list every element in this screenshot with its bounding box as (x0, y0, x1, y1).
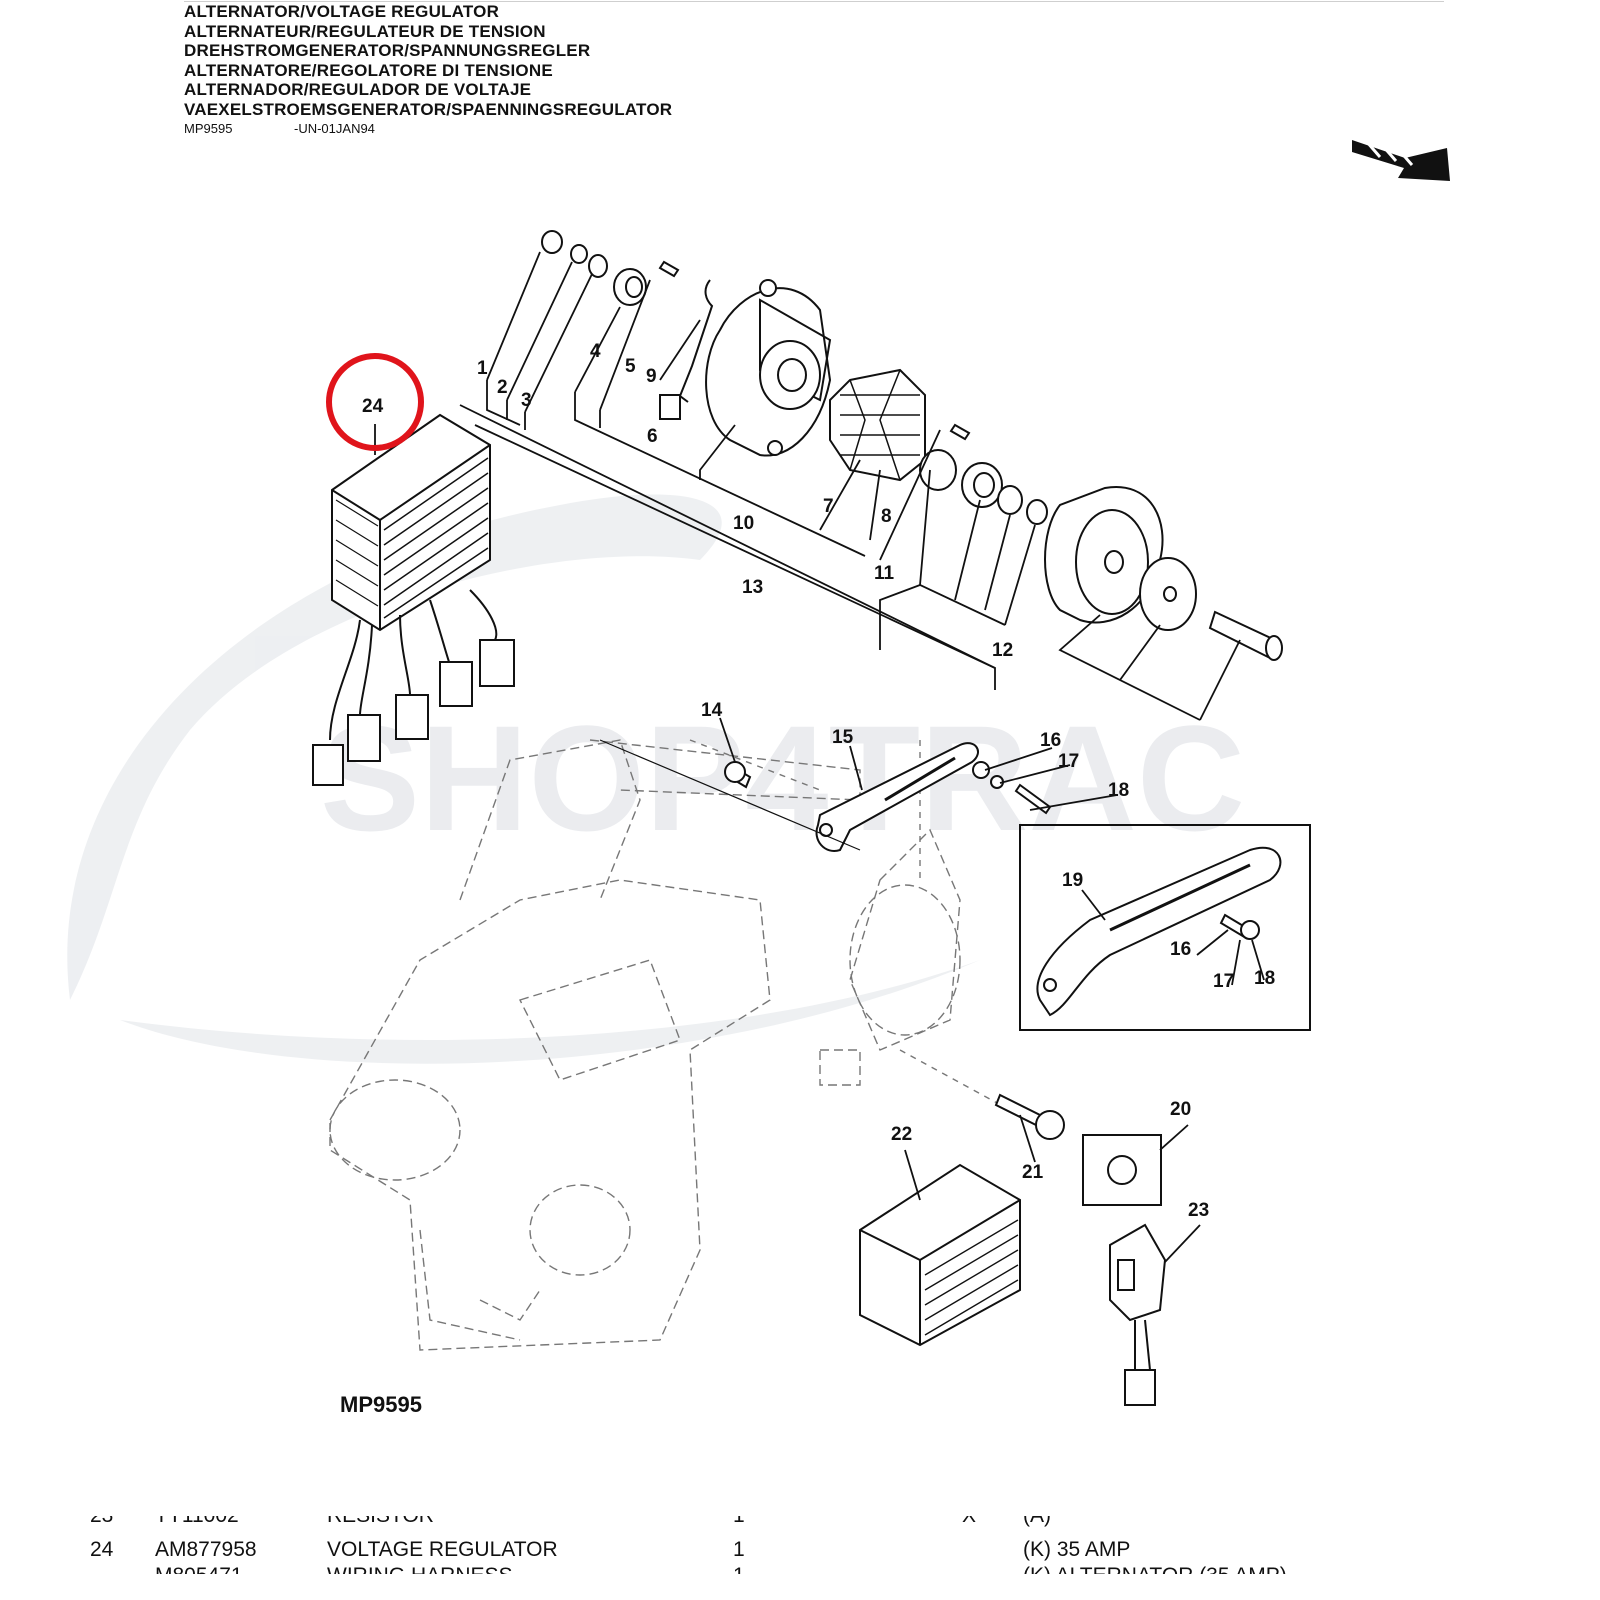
title-en: ALTERNATOR/VOLTAGE REGULATOR (184, 2, 500, 21)
callout-2: 2 (497, 377, 508, 398)
main-item: 24 (90, 1538, 114, 1561)
title-sv: VAEXELSTROEMSGENERATOR/SPAENNINGSREGULAT… (184, 99, 673, 119)
callout-9: 9 (646, 366, 657, 387)
main-qty: 1 (733, 1538, 745, 1561)
alternator-small-parts (541, 230, 714, 420)
callout-3: 3 (521, 390, 532, 411)
callout-12: 12 (992, 640, 1013, 661)
adjusting-bracket (599, 739, 1052, 852)
prev-note: (A) (1023, 1516, 1051, 1528)
callout-19: 19 (1062, 870, 1083, 891)
main-note: (K) 35 AMP (1023, 1538, 1131, 1561)
prev-mark: X (962, 1516, 976, 1528)
callout-21: 21 (1022, 1162, 1044, 1183)
callout-24: 24 (362, 396, 384, 417)
ref-date: -UN-01JAN94 (294, 121, 375, 136)
callout-7: 7 (823, 496, 834, 517)
alternator-housing (705, 279, 832, 457)
callout-16: 16 (1040, 730, 1061, 751)
callout-labels: 1 2 3 4 5 9 6 10 7 8 11 13 12 14 15 16 1… (362, 341, 1275, 1221)
callout-6: 6 (647, 426, 658, 447)
parts-row-prev: 23 TY11002 RESISTOR 1 X (A) (0, 1516, 1600, 1530)
top-rule (184, 1, 1444, 2)
prev-qty: 1 (733, 1516, 745, 1528)
callout-5: 5 (625, 356, 636, 377)
callout-10: 10 (733, 513, 754, 534)
voltage-regulator-24 (312, 413, 515, 786)
callout-23: 23 (1188, 1200, 1209, 1221)
callout-17b: 17 (1213, 971, 1234, 992)
callout-15: 15 (832, 727, 854, 748)
title-it: ALTERNATORE/REGOLATORE DI TENSIONE (184, 60, 553, 80)
alt-bracket-box (1019, 824, 1311, 1031)
stator (829, 368, 926, 482)
parts-row-next: M805471 WIRING HARNESS 1 (K) ALTERNATOR … (0, 1564, 1600, 1574)
main-part: AM877958 (155, 1538, 257, 1561)
leader-lines-top (459, 251, 1241, 721)
next-note: (K) ALTERNATOR (35 AMP) (1023, 1564, 1287, 1574)
page-header: ALTERNATOR/VOLTAGE REGULATOR ALTERNATEUR… (184, 2, 672, 120)
callout-18b: 18 (1254, 968, 1275, 989)
pulley-assembly (919, 423, 1283, 661)
callout-22: 22 (891, 1124, 912, 1145)
prev-item: 23 (90, 1516, 113, 1528)
ref-code: MP9595 (184, 121, 233, 136)
title-fr: ALTERNATEUR/REGULATEUR DE TENSION (184, 21, 546, 41)
callout-16b: 16 (1170, 939, 1191, 960)
callout-18: 18 (1108, 780, 1129, 801)
prev-part: TY11002 (155, 1516, 239, 1528)
prev-desc: RESISTOR (327, 1516, 434, 1528)
figure-ref: MP9595 (340, 1392, 422, 1417)
main-desc: VOLTAGE REGULATOR (327, 1538, 558, 1561)
direction-arrow-icon (1352, 133, 1450, 181)
lower-parts (859, 1093, 1167, 1406)
callout-1: 1 (477, 358, 488, 379)
callout-13: 13 (742, 577, 763, 598)
callout-4: 4 (590, 341, 601, 362)
next-qty: 1 (733, 1564, 745, 1574)
callout-20: 20 (1170, 1099, 1191, 1120)
watermark-text: SHOP4TRAC (320, 694, 1245, 862)
callout-11: 11 (874, 563, 895, 584)
title-es: ALTERNADOR/REGULADOR DE VOLTAJE (184, 80, 532, 100)
callout-14: 14 (701, 700, 723, 721)
highlight-circle (326, 353, 424, 451)
next-part: M805471 (155, 1564, 243, 1574)
callout-17: 17 (1058, 751, 1079, 772)
title-de: DREHSTROMGENERATOR/SPANNUNGSREGLER (184, 41, 591, 61)
callout-8: 8 (881, 506, 892, 527)
next-desc: WIRING HARNESS (327, 1564, 513, 1574)
